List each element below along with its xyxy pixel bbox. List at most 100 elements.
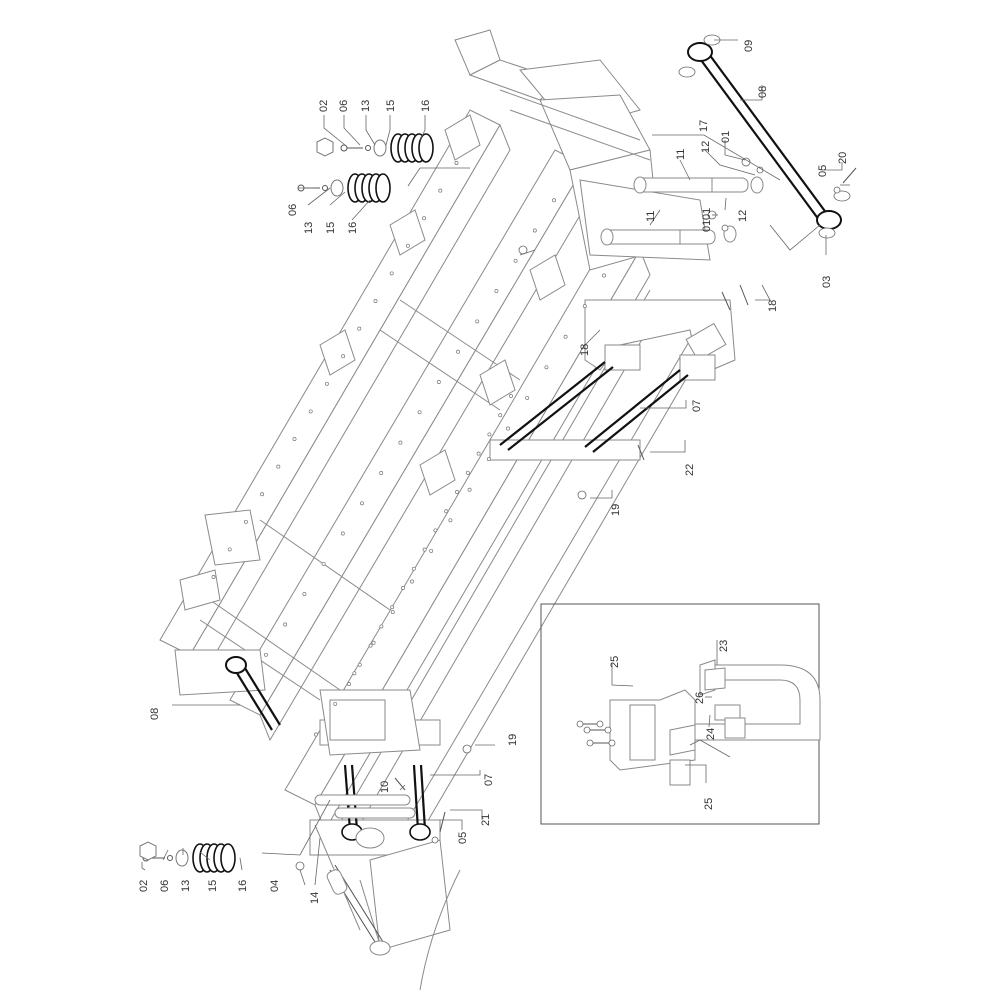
frame-hole [525, 395, 530, 400]
washer-icon [373, 139, 387, 157]
frame-hole [276, 464, 281, 469]
bolt-head-icon [340, 144, 348, 152]
spring-rods-07-front [499, 361, 689, 453]
frame-hole [438, 188, 443, 193]
frame-hole [465, 470, 470, 475]
frame-hole [352, 671, 357, 676]
spring-coil [418, 133, 434, 163]
callout-label: 01 [701, 208, 713, 220]
callout-label: 12 [700, 141, 712, 153]
frame-hole [283, 622, 288, 627]
callout-label: 07 [691, 400, 703, 412]
lock-washer-icon [167, 855, 173, 861]
frame-hole [379, 624, 384, 629]
callout-label: 06 [287, 204, 299, 216]
callout-label: 02 [138, 880, 150, 892]
leader-lines [141, 39, 850, 886]
frame-hole [455, 490, 459, 494]
frame-hole [260, 492, 265, 497]
callout-label: 15 [325, 222, 337, 234]
frame-hole [422, 216, 427, 221]
frame-hole [211, 575, 216, 579]
frame-hole [389, 271, 394, 276]
frame-hole [582, 304, 587, 309]
callout-label: 11 [645, 211, 657, 222]
frame-hole [308, 409, 313, 414]
frame-hole [324, 381, 329, 386]
frame-hole [341, 354, 346, 359]
air-spring-assembly [316, 133, 434, 163]
callout-label: 06 [338, 100, 350, 112]
callout-label: 13 [180, 880, 192, 892]
frame-hole [368, 643, 373, 648]
callout-label: 18 [767, 300, 779, 312]
frame-hole [390, 610, 395, 615]
callout-label: 16 [237, 880, 249, 892]
frame-hole [494, 289, 499, 294]
frame-hole [302, 592, 307, 597]
frame-hole [360, 501, 364, 506]
callout-label: 08 [149, 708, 161, 720]
spring-stacks [139, 133, 434, 873]
callout-label: 10 [379, 781, 391, 793]
frame-hole [264, 652, 268, 657]
callout-label: 09 [743, 40, 755, 52]
frame-hole [476, 451, 481, 456]
frame-hole [487, 432, 492, 437]
washer-icon [330, 179, 344, 197]
frame-hole [498, 413, 503, 418]
callout-label: 15 [385, 100, 397, 112]
frame-hole [373, 299, 378, 303]
cap-nut-icon [316, 137, 334, 157]
frame-hole [321, 561, 326, 566]
callout-label: 15 [207, 880, 219, 892]
frame-hole [347, 682, 351, 686]
frame-hole [602, 273, 606, 278]
frame-hole [444, 509, 449, 514]
callout-label: 25 [703, 798, 715, 810]
frame-hole [486, 457, 491, 462]
frame-hole [448, 518, 453, 523]
spring-rods-07-rear [341, 764, 431, 849]
callout-label: 16 [420, 100, 432, 112]
callout-label: 17 [698, 120, 710, 132]
spring-coil [375, 173, 391, 203]
frame-hole [436, 380, 441, 384]
cap-nut-icon [139, 841, 157, 861]
frame-hole [405, 243, 410, 248]
lock-washer-icon [365, 145, 371, 151]
washer-icon [175, 849, 189, 867]
callout-label: 24 [705, 728, 717, 740]
callout-label: 25 [609, 656, 621, 668]
callout-label: 23 [718, 640, 730, 652]
frame-hole [513, 258, 518, 263]
frame-hole [371, 640, 376, 645]
callout-label: 11 [675, 149, 687, 160]
callout-label: 12 [737, 210, 749, 222]
frame-hole [410, 579, 414, 584]
callout-label: 19 [507, 734, 519, 746]
callout-label: 02 [318, 100, 330, 112]
frame-hole [398, 440, 403, 445]
frame-hole [509, 394, 513, 398]
callout-label: 21 [480, 814, 492, 826]
callout-label: 18 [579, 344, 591, 356]
callout-label: 01 [701, 220, 713, 232]
callout-label: 14 [309, 892, 321, 904]
frame-hole [563, 334, 568, 339]
tie-rod-08-front [678, 34, 851, 239]
callout-label: 13 [303, 222, 315, 234]
spring-coil [220, 843, 236, 873]
frame-hole [433, 528, 438, 533]
callout-label: 22 [684, 464, 696, 476]
frame-holes [211, 161, 606, 737]
frame-hole [411, 566, 416, 571]
callout-label: 08 [757, 86, 769, 98]
frame-hole [357, 326, 362, 331]
shock-absorbers-rear [314, 794, 416, 931]
air-spring-assembly [297, 173, 391, 203]
frame-hole [429, 548, 434, 553]
frame-hole [417, 410, 422, 415]
frame-hole [243, 519, 248, 524]
callout-label: 19 [610, 504, 622, 516]
